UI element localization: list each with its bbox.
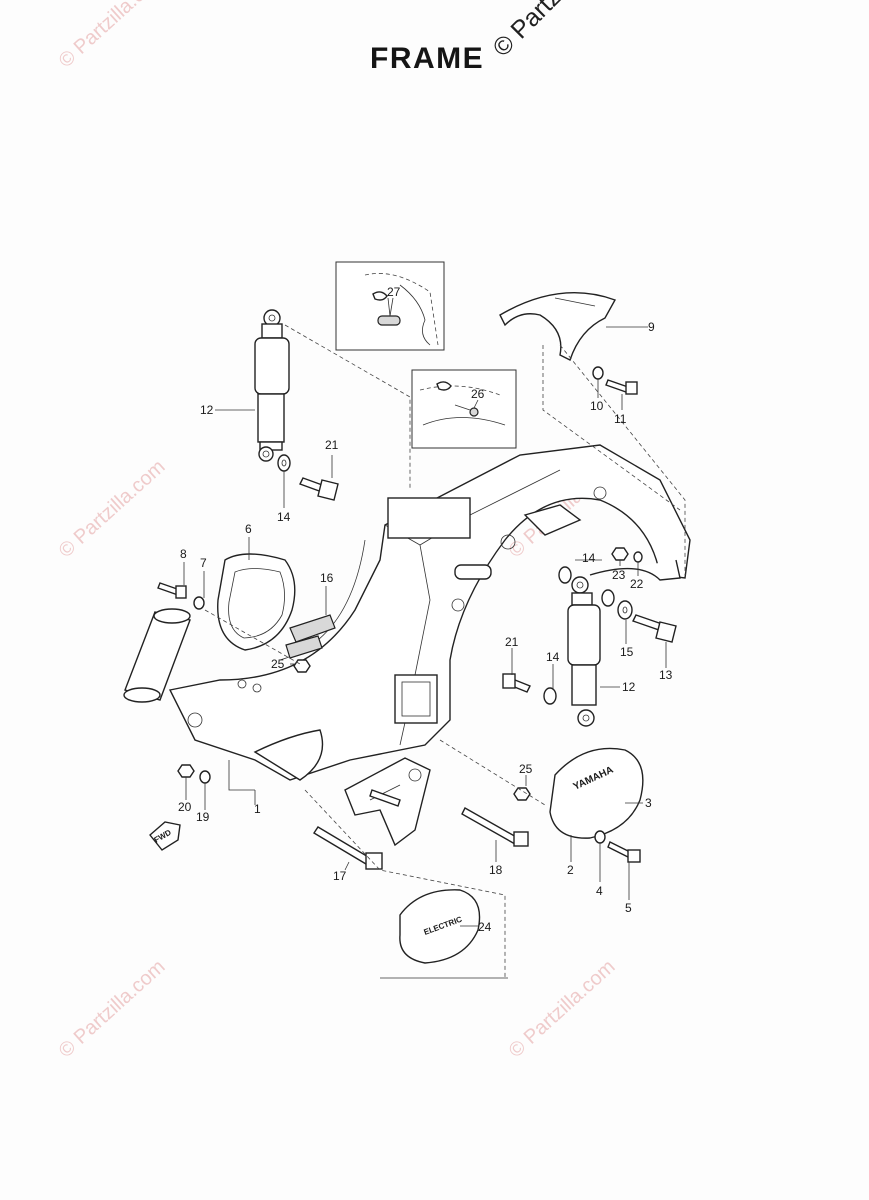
callout-9: 9 — [648, 320, 655, 334]
callout-8: 8 — [180, 547, 187, 561]
washer-22 — [633, 551, 643, 563]
callout-17: 17 — [333, 869, 347, 883]
pivot-shaft — [369, 789, 401, 807]
callout-24: 24 — [478, 920, 492, 934]
callout-16: 16 — [320, 571, 334, 585]
leader-lines — [183, 297, 686, 978]
callout-13: 13 — [659, 668, 673, 682]
washer-4 — [594, 830, 606, 844]
detail-inset-26 — [411, 369, 517, 449]
washer-14-lower — [543, 687, 557, 705]
bolt-17 — [313, 826, 383, 870]
side-cover-electric: ELECTRIC — [380, 889, 508, 979]
callout-25-left: 25 — [271, 657, 285, 671]
callout-21-lower: 21 — [505, 635, 519, 649]
callout-18: 18 — [489, 863, 503, 877]
washer-19 — [199, 770, 211, 784]
callout-7: 7 — [200, 556, 207, 570]
air-filter-element — [217, 553, 296, 651]
bolt-13 — [632, 614, 677, 643]
callout-6: 6 — [245, 522, 252, 536]
callout-21-upper: 21 — [325, 438, 339, 452]
bolt-18 — [461, 807, 529, 847]
bolt-21-lower — [502, 673, 531, 693]
callout-12-left: 12 — [200, 403, 214, 417]
washer-7 — [193, 596, 205, 610]
steering-head-tube — [123, 608, 191, 703]
detail-inset-27 — [335, 261, 445, 351]
callout-26: 26 — [471, 387, 485, 401]
callout-23: 23 — [612, 568, 626, 582]
washer-14-right — [558, 566, 572, 584]
bolt-11 — [605, 379, 638, 395]
nut-23 — [611, 547, 629, 561]
main-frame — [168, 444, 691, 781]
callout-5: 5 — [625, 901, 632, 915]
rear-fender-bracket — [499, 292, 617, 361]
callout-15: 15 — [620, 645, 634, 659]
callout-14-upper: 14 — [277, 510, 291, 524]
callout-19: 19 — [196, 810, 210, 824]
callout-12-right: 12 — [622, 680, 636, 694]
callout-2: 2 — [567, 863, 574, 877]
nut-25-right — [513, 787, 531, 801]
rear-shock-absorber-right — [567, 576, 601, 727]
bolt-5 — [607, 841, 641, 863]
callout-4: 4 — [596, 884, 603, 898]
callout-3: 3 — [645, 796, 652, 810]
callout-20: 20 — [178, 800, 192, 814]
callout-10: 10 — [590, 399, 604, 413]
washer-10 — [592, 366, 604, 380]
diagram-title: FRAME — [370, 42, 485, 75]
callout-14-right: 14 — [582, 551, 596, 565]
bolt-21-upper — [299, 477, 339, 501]
callout-labels: 1 2 3 4 5 6 7 8 9 10 11 12 12 13 14 14 1… — [178, 285, 673, 934]
side-cover-right: YAMAHA — [549, 747, 644, 839]
callout-1: 1 — [254, 802, 261, 816]
callout-14-lower: 14 — [546, 650, 560, 664]
callout-22: 22 — [630, 577, 644, 591]
frame-clip — [285, 614, 336, 659]
nut-20 — [177, 764, 195, 778]
washer-14-right2 — [601, 589, 615, 607]
washer-14-upper — [277, 454, 291, 472]
callout-25-right: 25 — [519, 762, 533, 776]
callout-11: 11 — [614, 412, 627, 426]
callout-27: 27 — [387, 285, 401, 299]
rear-shock-absorber-left — [254, 309, 290, 462]
bolt-8 — [157, 582, 187, 599]
washer-15 — [617, 600, 633, 620]
forward-arrow: FWD — [149, 821, 181, 851]
